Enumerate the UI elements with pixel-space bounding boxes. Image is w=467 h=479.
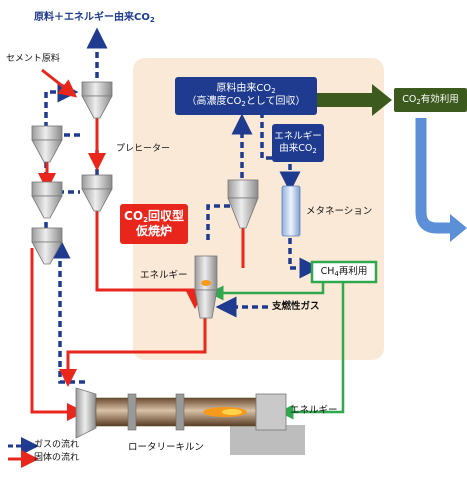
gas-flow-methanation (288, 238, 321, 279)
ch4-to-kiln (278, 282, 345, 420)
legend-gas-flow: ガスの流れ (34, 440, 80, 450)
kiln-tyre-1 (127, 393, 137, 431)
solid-flow-3 (95, 210, 204, 309)
gas-flow-kiln-exit (49, 237, 85, 384)
energy-label-kiln: エネルギー (290, 405, 338, 416)
legend-solid-flow: 固体の流れ (34, 453, 80, 463)
calciner-box-bg (120, 204, 188, 244)
calciner-vessel (194, 255, 218, 319)
top-output-label: 原料＋エネルギー由来CO2 (34, 12, 155, 24)
utilization-curve-arrow (415, 118, 452, 234)
cyclone-5 (31, 227, 63, 265)
kiln-inlet-hood (75, 387, 97, 439)
preheater-label: プレヒーター (116, 144, 171, 154)
kiln-flame-core (222, 409, 242, 415)
cement-raw-label: セメント原料 (6, 54, 60, 64)
energy-co2-box: エネルギー 由来CO2 (274, 130, 322, 155)
ch4-to-calciner (208, 282, 325, 301)
utilization-curve-arrowhead (450, 214, 467, 242)
calciner-box: CO2回収型 仮焼炉 (124, 208, 184, 239)
co2-utilization-box: CO2有効利用 (402, 93, 459, 106)
gas-flow-calciner-cyclone (206, 204, 230, 240)
cyclone-1 (81, 81, 113, 119)
methanation-label: メタネーション (306, 206, 373, 217)
energy-co2-box-bg (272, 124, 324, 162)
kiln-tyre-2 (175, 393, 185, 431)
energy-label-calciner: エネルギー (140, 270, 188, 281)
captured-co2-box-bg (175, 77, 317, 115)
ch4-box-bg (310, 260, 378, 284)
ch4-reuse-box: CH4再利用 (320, 265, 368, 278)
solid-flow-calciner-out (59, 318, 207, 387)
captured-co2-box: 原料由来CO2 （高濃度CO2として回収） (186, 83, 306, 108)
methanation-reactor (281, 185, 301, 237)
raw-meal-feed (41, 68, 78, 98)
co2-output-arrow (317, 84, 392, 116)
cyclone-2 (31, 125, 63, 163)
kiln-outlet-hood (255, 393, 287, 431)
cyclone-3 (81, 174, 113, 212)
combustion-gas-label: 支燃性ガス (272, 301, 320, 312)
cyclone-6 (227, 179, 259, 229)
cyclone-4 (31, 181, 63, 219)
co2-utilization-box-bg (394, 88, 467, 112)
solid-flow-left (30, 248, 85, 421)
kiln-label: ロータリーキルン (128, 442, 204, 453)
